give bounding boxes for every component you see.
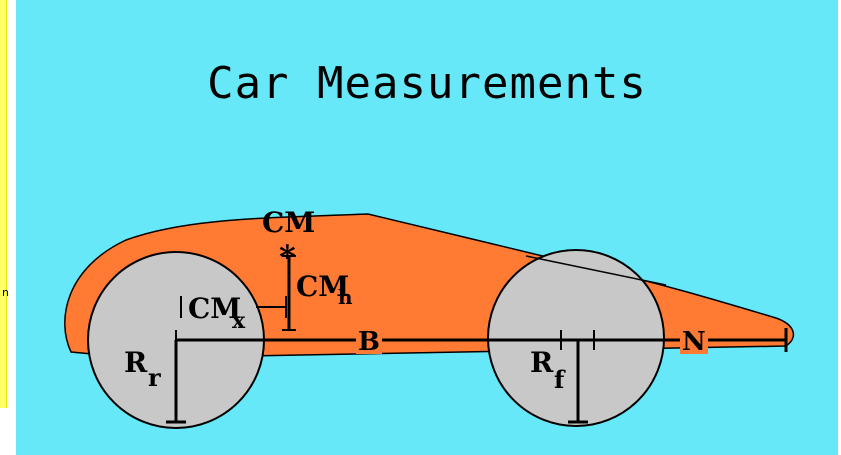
rf-label: R — [530, 346, 554, 379]
left-frame-strip — [0, 0, 7, 408]
edge-text: n — [2, 286, 9, 299]
cm-label: CM — [262, 206, 315, 239]
cmx-sub: x — [232, 308, 246, 334]
cmh-label: CM — [296, 270, 349, 303]
diagram-canvas: Car Measurements — [16, 0, 838, 455]
car-diagram: CM * CM h CM x B R r R f N — [64, 206, 795, 429]
n-label: N — [682, 327, 706, 357]
b-label-bg — [356, 326, 382, 354]
front-wheel — [487, 249, 665, 427]
rf-sub: f — [554, 365, 566, 394]
hood-line — [525, 255, 667, 286]
cmx-label: CM — [188, 292, 241, 325]
rr-label: R — [124, 346, 148, 379]
cm-marker: * — [279, 238, 296, 276]
n-label-bg — [680, 326, 708, 354]
rr-sub: r — [148, 363, 161, 392]
b-label: B — [358, 327, 380, 357]
cmh-sub: h — [338, 285, 353, 309]
diagram-title: Car Measurements — [207, 58, 647, 109]
